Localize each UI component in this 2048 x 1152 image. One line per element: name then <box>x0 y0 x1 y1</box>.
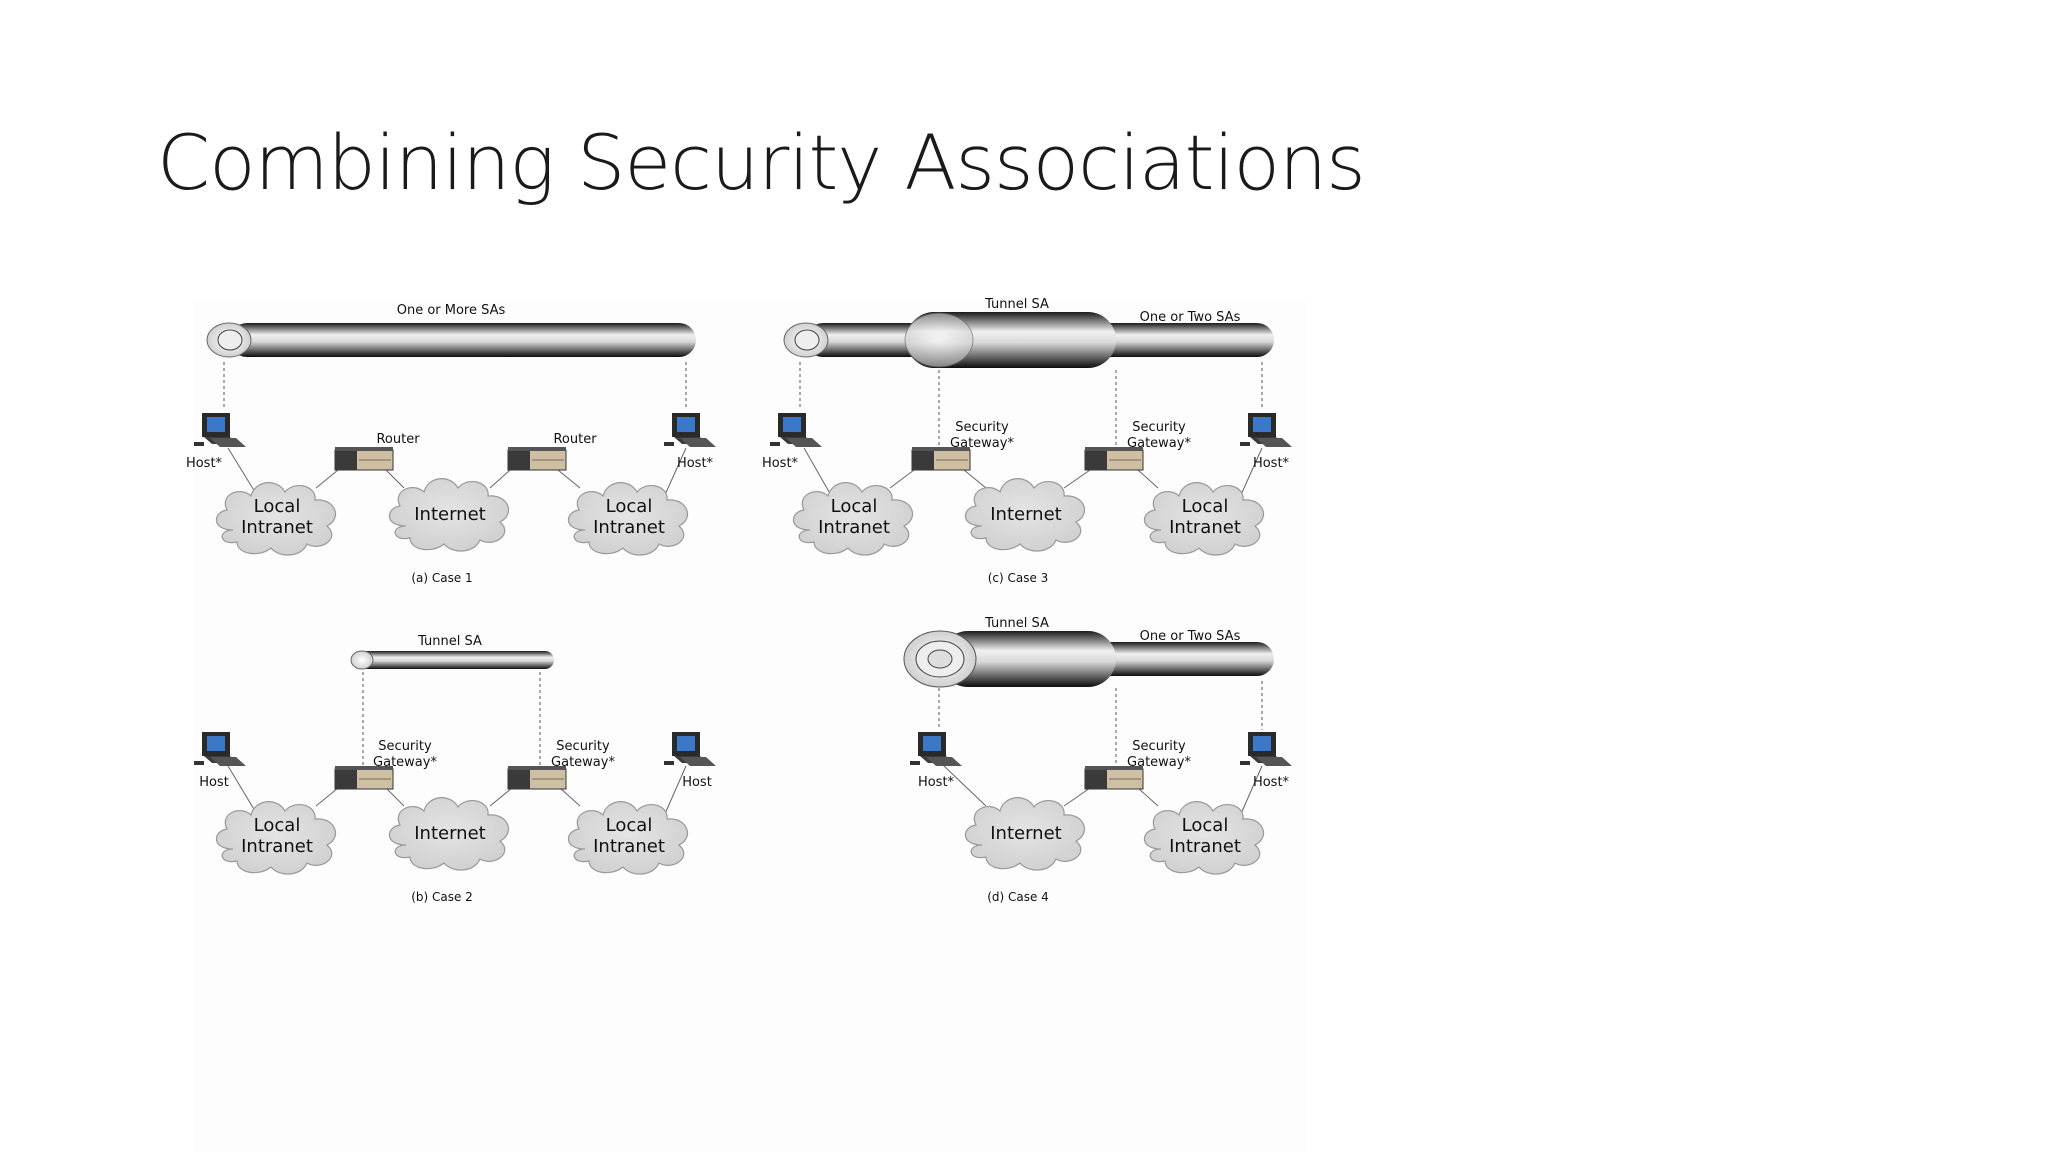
svg-text:Gateway*: Gateway* <box>373 755 437 770</box>
tube-end-ring <box>350 650 374 670</box>
host-computer-icon <box>1240 732 1292 766</box>
security-gateway-label: Security <box>955 420 1009 435</box>
tunnel-sa-tube <box>940 631 1116 687</box>
case1-diagram: One or More SAs Host* Host* Router Route… <box>186 303 716 585</box>
host-computer-icon <box>194 732 246 766</box>
svg-text:Internet: Internet <box>990 823 1061 844</box>
case3-diagram: Tunnel SA One or Two SAs Host* Host* Sec… <box>762 297 1292 585</box>
svg-text:Intranet: Intranet <box>593 836 665 857</box>
host-computer-icon <box>1240 413 1292 447</box>
case4-diagram: Tunnel SA One or Two SAs Host* Host* Sec… <box>903 616 1292 904</box>
svg-text:Internet: Internet <box>414 504 485 525</box>
svg-text:Local: Local <box>254 496 301 517</box>
host-computer-icon <box>194 413 246 447</box>
host-label: Host* <box>186 456 223 471</box>
case2-diagram: Tunnel SA Host Host Security Gateway* Se… <box>194 634 716 904</box>
host-label: Host* <box>677 456 714 471</box>
security-gateway-label: Security <box>1132 420 1186 435</box>
svg-text:Intranet: Intranet <box>1169 836 1241 857</box>
caption-case3: (c) Case 3 <box>988 571 1049 585</box>
router-label: Router <box>553 432 597 447</box>
svg-text:Intranet: Intranet <box>818 517 890 538</box>
host-computer-icon <box>910 732 962 766</box>
router-label: Router <box>376 432 420 447</box>
tunnel-sa-label: Tunnel SA <box>984 616 1049 631</box>
svg-text:Local: Local <box>1182 815 1229 836</box>
tunnel-sa-label: Tunnel SA <box>984 297 1049 312</box>
sa-tube <box>230 323 696 357</box>
svg-text:Intranet: Intranet <box>593 517 665 538</box>
svg-text:Intranet: Intranet <box>241 517 313 538</box>
host-label: Host* <box>918 775 955 790</box>
svg-text:Intranet: Intranet <box>241 836 313 857</box>
one-or-two-sas-label: One or Two SAs <box>1140 629 1241 644</box>
svg-text:Local: Local <box>1182 496 1229 517</box>
caption-case2: (b) Case 2 <box>411 890 473 904</box>
host-label: Host* <box>1253 456 1290 471</box>
host-computer-icon <box>664 732 716 766</box>
svg-text:Gateway*: Gateway* <box>1127 436 1191 451</box>
one-or-more-sas-label: One or More SAs <box>397 303 506 318</box>
host-label: Host <box>682 775 712 790</box>
svg-text:Local: Local <box>831 496 878 517</box>
caption-case1: (a) Case 1 <box>411 571 472 585</box>
diagram-background <box>193 300 1307 1152</box>
svg-text:Gateway*: Gateway* <box>950 436 1014 451</box>
security-gateway-label: Security <box>556 739 610 754</box>
tunnel-sa-tube <box>352 651 554 669</box>
slide-title: Combining Security Associations <box>157 118 1366 207</box>
svg-text:Gateway*: Gateway* <box>551 755 615 770</box>
router-icon <box>334 446 394 471</box>
svg-text:Internet: Internet <box>414 823 485 844</box>
host-label: Host <box>199 775 229 790</box>
svg-text:Local: Local <box>606 815 653 836</box>
svg-text:Intranet: Intranet <box>1169 517 1241 538</box>
svg-text:Gateway*: Gateway* <box>1127 755 1191 770</box>
tunnel-sa-label: Tunnel SA <box>417 634 482 649</box>
router-icon <box>507 446 567 471</box>
one-or-two-sas-label: One or Two SAs <box>1140 310 1241 325</box>
security-gateway-label: Security <box>1132 739 1186 754</box>
host-computer-icon <box>664 413 716 447</box>
host-label: Host* <box>762 456 799 471</box>
host-label: Host* <box>1253 775 1290 790</box>
svg-text:Internet: Internet <box>990 504 1061 525</box>
host-computer-icon <box>770 413 822 447</box>
svg-text:Local: Local <box>606 496 653 517</box>
svg-text:Local: Local <box>254 815 301 836</box>
security-gateway-label: Security <box>378 739 432 754</box>
caption-case4: (d) Case 4 <box>987 890 1049 904</box>
